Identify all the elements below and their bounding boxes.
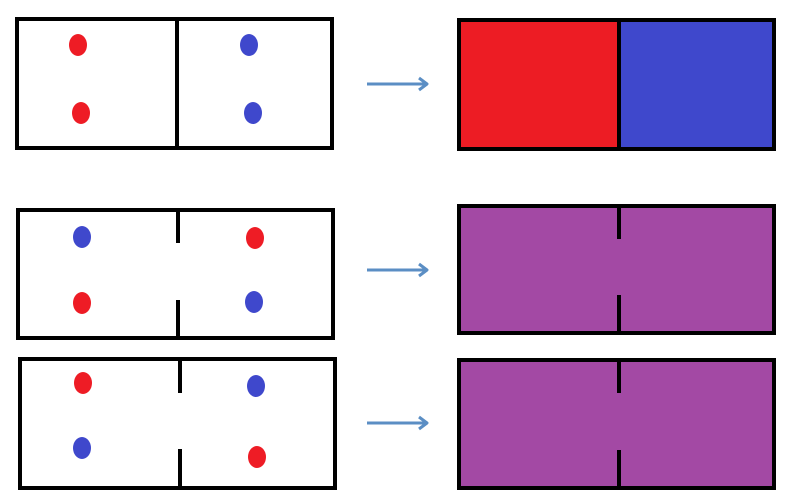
before-container-1 xyxy=(15,17,334,150)
particle-red-left-3-1 xyxy=(74,372,92,394)
after-fill-right-3 xyxy=(619,360,774,488)
particle-red-left-1-2 xyxy=(72,102,90,124)
particle-red-left-2-2 xyxy=(73,292,91,314)
before-container-3 xyxy=(18,357,337,490)
after-fill-left-1 xyxy=(459,20,619,149)
particle-blue-right-2-2 xyxy=(245,291,263,313)
after-fill-right-1 xyxy=(619,20,774,149)
particle-blue-right-1-1 xyxy=(240,34,258,56)
particle-red-right-2-1 xyxy=(246,227,264,249)
particle-blue-left-3-2 xyxy=(73,437,91,459)
before-container-2 xyxy=(16,208,335,340)
particle-blue-right-3-1 xyxy=(247,375,265,397)
after-fill-left-3 xyxy=(459,360,619,488)
particle-blue-left-2-1 xyxy=(73,226,91,248)
arrow-right-icon-2 xyxy=(418,262,429,278)
particle-red-left-1-1 xyxy=(69,34,87,56)
after-fill-right-2 xyxy=(619,206,774,333)
particle-blue-right-1-2 xyxy=(244,102,262,124)
arrow-right-icon-1 xyxy=(418,76,429,92)
arrow-right-icon-3 xyxy=(418,415,429,431)
after-fill-left-2 xyxy=(459,206,619,333)
after-container-2 xyxy=(457,204,776,335)
after-container-1 xyxy=(457,18,776,151)
after-container-3 xyxy=(457,358,776,490)
particle-red-right-3-2 xyxy=(248,446,266,468)
